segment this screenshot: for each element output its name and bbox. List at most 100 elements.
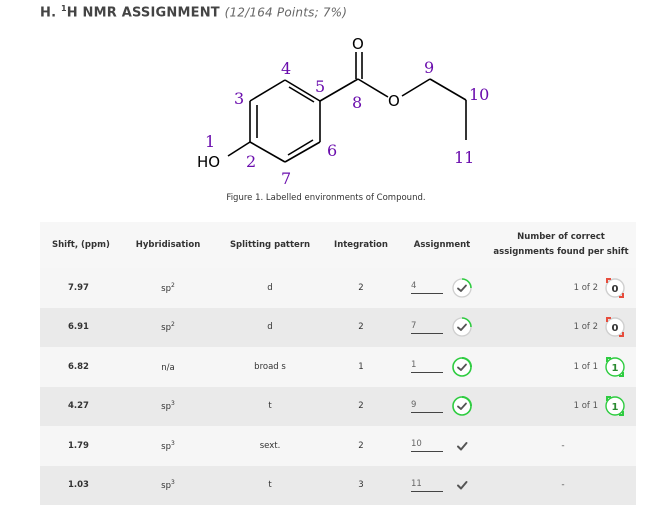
score-badge-icon: 0 [604,277,626,299]
cell-assignment: 11 [398,465,486,505]
cell-assignment: 7 [398,307,486,347]
env-label-6: 6 [327,141,337,160]
assignment-input[interactable]: 4 [411,281,443,295]
found-count: 1 of 2 [573,282,598,293]
cell-shift: 6.91 [40,307,120,347]
found-count: - [561,440,565,451]
section-letter: H. [40,5,57,21]
assignment-input[interactable]: 1 [411,360,443,374]
hybridisation-text: sp [161,283,171,294]
cell-found: 1 of 2 0 [486,307,636,347]
env-label-10: 10 [469,85,489,104]
assignment-input[interactable]: 9 [411,400,443,413]
hybridisation-superscript: 3 [171,439,175,447]
env-label-11: 11 [454,148,474,167]
figure-caption: Figure 1. Labelled environments of Compo… [226,193,426,203]
points-label: (12/164 Points; 7%) [224,5,348,20]
hybridisation-text: sp [161,441,171,452]
cell-hybridisation: sp2 [120,307,216,347]
cell-splitting: t [216,386,324,426]
env-label-3: 3 [234,89,244,108]
env-label-5: 5 [315,77,325,96]
circle-check-icon [451,395,473,417]
found-count: - [561,480,565,491]
header-integration: Integration [324,222,398,268]
header-hybridisation: Hybridisation [120,222,216,268]
svg-text:0: 0 [612,323,619,334]
table-header-row: Shift, (ppm) Hybridisation Splitting pat… [40,222,636,268]
check-icon [451,474,473,496]
assignment-input[interactable]: 11 [411,479,443,492]
header-shift: Shift, (ppm) [40,222,120,268]
svg-text:1: 1 [612,402,619,413]
cell-shift: 4.27 [40,386,120,426]
cell-assignment: 1 [398,347,486,387]
hybridisation-superscript: 3 [171,400,175,408]
env-label-9: 9 [424,58,434,77]
hybridisation-text: sp [161,402,171,413]
cell-hybridisation: sp3 [120,465,216,505]
cell-found: - [486,465,636,505]
assignment-input[interactable]: 7 [411,321,443,334]
cell-integration: 2 [324,386,398,426]
cell-integration: 2 [324,307,398,347]
cell-assignment: 9 [398,386,486,426]
score-badge-icon: 0 [604,316,626,338]
circle-check-icon [451,356,473,378]
section-title: H NMR ASSIGNMENT [66,5,220,21]
header-assignment: Assignment [398,222,486,268]
cell-found: 1 of 1 1 [486,386,636,426]
assignment-input[interactable]: 10 [411,439,443,453]
cell-splitting: sext. [216,426,324,466]
cell-shift: 1.03 [40,465,120,505]
hybridisation-superscript: 3 [171,479,175,487]
hybridisation-text: sp [161,481,171,492]
header-found: Number of correct assignments found per … [486,222,636,268]
found-count: 1 of 1 [573,361,598,372]
score-badge-icon: 1 [604,356,626,378]
hybridisation-text: n/a [161,362,175,373]
cell-splitting: broad s [216,347,324,387]
env-label-4: 4 [281,59,291,78]
cell-found: - [486,426,636,466]
svg-text:1: 1 [612,363,619,374]
env-label-8: 8 [352,93,362,112]
cell-found: 1 of 2 0 [486,268,636,308]
env-label-2: 2 [246,152,256,171]
cell-shift: 6.82 [40,347,120,387]
cell-shift: 7.97 [40,268,120,308]
cell-hybridisation: sp3 [120,386,216,426]
cell-hybridisation: sp3 [120,426,216,466]
header-splitting: Splitting pattern [216,222,324,268]
cell-found: 1 of 1 1 [486,347,636,387]
score-badge-icon: 1 [604,395,626,417]
circle-check-icon [451,316,473,338]
nmr-table: Shift, (ppm) Hybridisation Splitting pat… [40,222,636,505]
ester-oxygen-atom: O [388,92,400,110]
hybridisation-superscript: 2 [171,281,175,289]
isotope-superscript: 1 [60,4,67,13]
cell-splitting: t [216,465,324,505]
found-count: 1 of 2 [573,322,598,333]
cell-splitting: d [216,307,324,347]
cell-shift: 1.79 [40,426,120,466]
env-label-1: 1 [205,132,215,151]
cell-integration: 1 [324,347,398,387]
hydroxyl-atom: HO [197,153,220,171]
molecule-figure: HO O O 1 2 3 4 5 6 7 8 9 10 11 [197,35,489,188]
cell-integration: 3 [324,465,398,505]
carbonyl-oxygen-atom: O [352,35,364,53]
cell-splitting: d [216,268,324,308]
cell-assignment: 10 [398,426,486,466]
molecule-bonds [227,52,467,163]
section-heading: H. 1H NMR ASSIGNMENT (12/164 Points; 7%) [40,4,347,20]
found-count: 1 of 1 [573,401,598,412]
cell-integration: 2 [324,268,398,308]
cell-integration: 2 [324,426,398,466]
